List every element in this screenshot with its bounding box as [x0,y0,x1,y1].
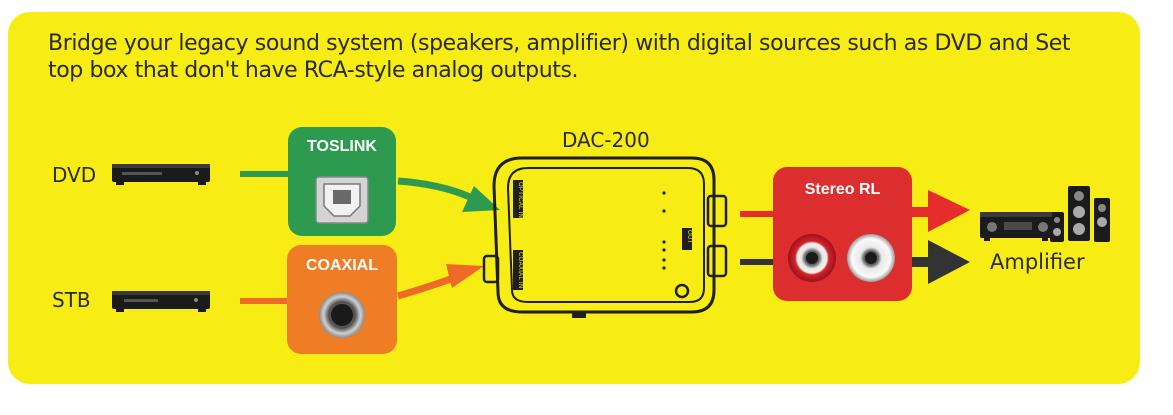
coaxial-badge [287,245,397,354]
toslink-port-icon [315,176,369,224]
left-channel-arrow [740,240,970,284]
set-top-box-icon [112,291,210,312]
diagram-background [8,12,1140,384]
headline-text: Bridge your legacy sound system (speaker… [48,31,1071,83]
dvd-label: DVD [52,163,97,187]
stb-label: STB [52,288,91,312]
toslink-badge [288,127,396,236]
out-port-label: OUT [686,230,692,244]
stereo-rl-badge [773,167,912,301]
amplifier-label: Amplifier [990,250,1085,274]
right-channel-arrow [740,190,970,232]
dvd-player-icon [112,164,210,185]
optical-signal-arrow [240,171,500,212]
stereo-rl-label: Stereo RL [804,181,881,198]
dac-200-device [482,156,728,318]
rca-jack-icon [788,234,895,282]
coaxial-port-icon [319,292,365,338]
toslink-label: TOSLINK [307,138,377,155]
amplifier-speakers-icon [980,186,1110,242]
coaxial-signal-arrow [240,264,484,304]
coaxial-in-port-label: COAXIAL IN [517,252,523,289]
optical-in-port-label: OPTICAL IN [517,182,523,219]
coaxial-label: COAXIAL [306,257,378,274]
dac-title: DAC-200 [562,128,650,152]
